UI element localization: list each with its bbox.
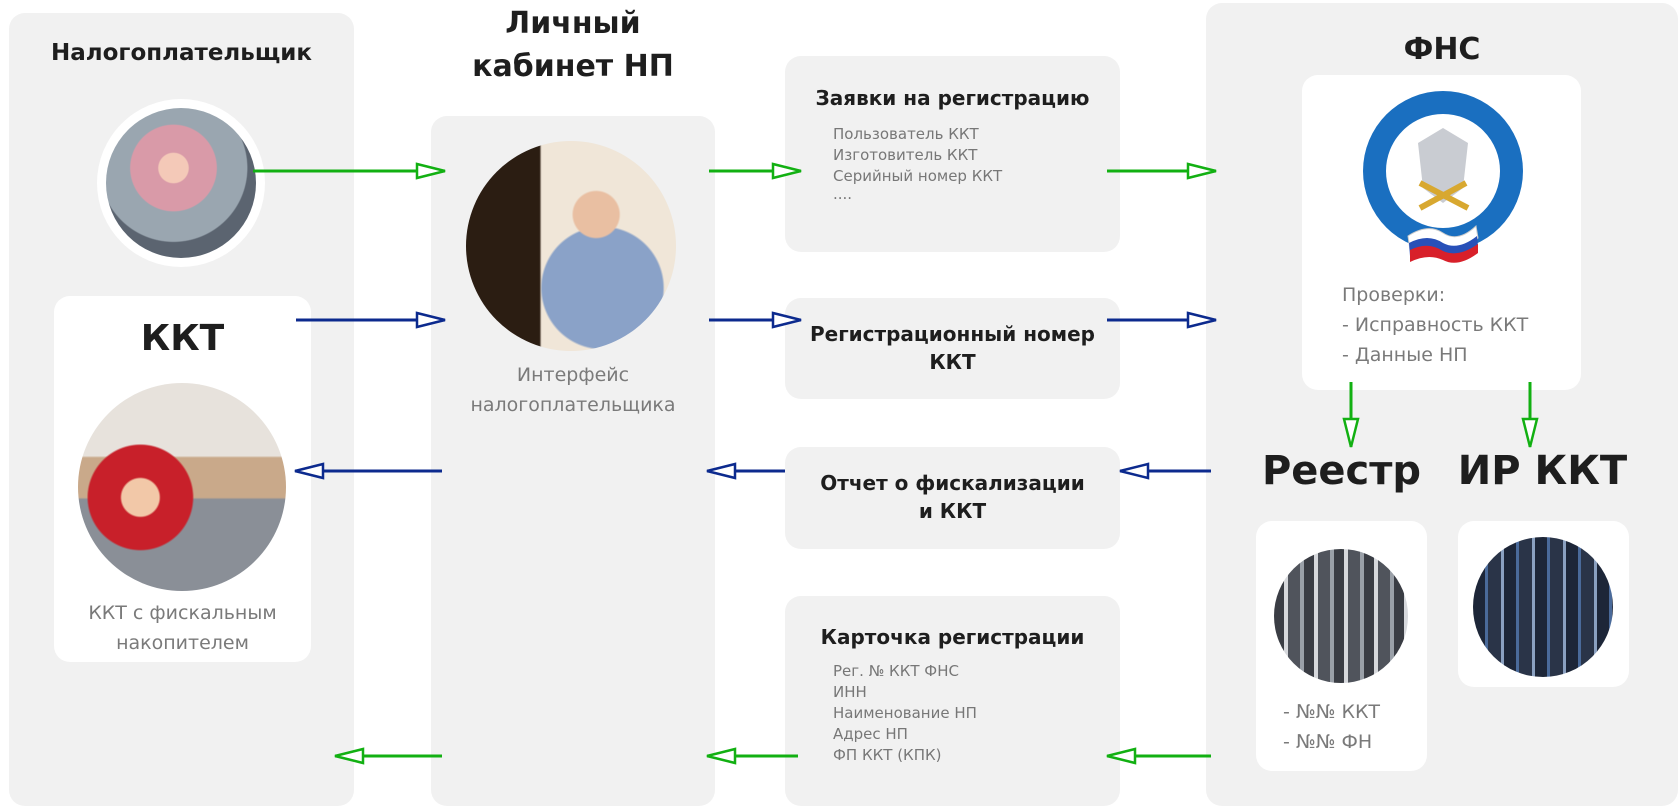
- cabinet-caption: Интерфейс налогоплательщика: [470, 364, 676, 416]
- fns-checks: Проверки: - Исправность ККТ - Данные НП: [1342, 284, 1529, 366]
- fns-logo: [1358, 88, 1528, 264]
- ir-title: ИР ККТ: [1457, 448, 1628, 494]
- kkt-title: ККТ: [140, 318, 225, 359]
- request-list: Пользователь ККТ Изготовитель ККТ Серийн…: [833, 125, 1003, 203]
- fns-title: ФНС: [1403, 32, 1481, 67]
- taxpayer-title: Налогоплательщик: [51, 40, 312, 66]
- registry-list: - №№ ККТ - №№ ФН: [1283, 701, 1381, 753]
- registry-title: Реестр: [1261, 448, 1422, 494]
- card-title: Карточка регистрации: [820, 625, 1085, 649]
- user-photo: [466, 141, 676, 351]
- regnum-box: Регистрационный номер ККТ: [785, 298, 1120, 399]
- request-box: Заявки на регистрацию Пользователь ККТ И…: [785, 56, 1120, 252]
- kkt-photo: [78, 383, 286, 591]
- ir-server-photo: [1473, 537, 1613, 677]
- card-box: Карточка регистрации Рег. № ККТ ФНС ИНН …: [785, 596, 1120, 806]
- customer-photo: [97, 99, 265, 267]
- card-list: Рег. № ККТ ФНС ИНН Наименование НП Адрес…: [833, 662, 977, 764]
- request-title: Заявки на регистрацию: [815, 86, 1090, 110]
- report-box: Отчет о фискализации и ККТ: [785, 447, 1120, 549]
- registry-server-photo: [1274, 549, 1408, 683]
- cabinet-title: Личный кабинет НП: [472, 6, 674, 84]
- kkt-caption: ККТ с фискальным накопителем: [88, 602, 277, 654]
